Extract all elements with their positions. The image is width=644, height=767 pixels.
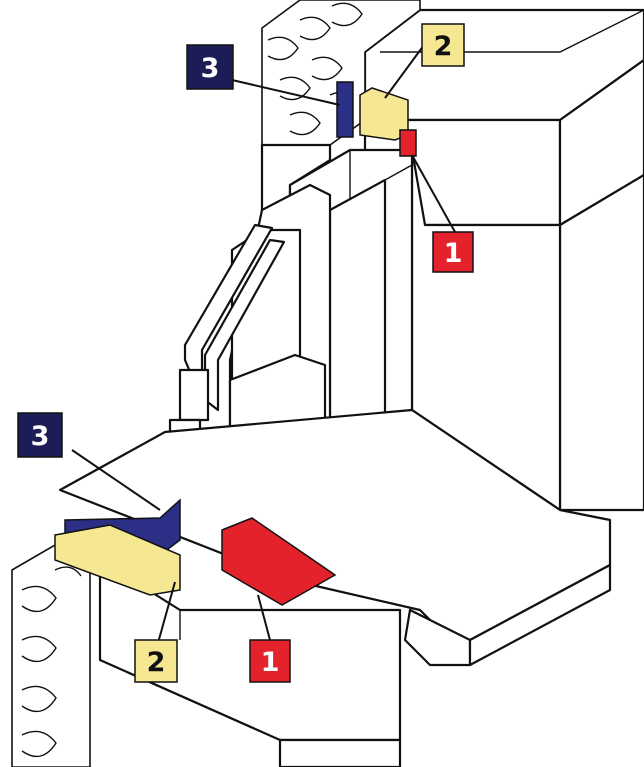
callout-bottom-2: 2 [134,639,178,683]
bottom-red-tape [221,517,337,606]
top-blue-membrane [336,81,354,138]
callout-top-2: 2 [421,23,465,67]
callout-label: 3 [201,53,220,84]
callout-label: 1 [261,647,280,678]
leader-lines [71,44,456,644]
callout-label: 3 [31,421,50,452]
callout-top-1: 1 [432,231,474,273]
bottom-yellow-foam [54,524,181,596]
bottom-insulation [11,544,91,767]
callout-label: 2 [434,31,453,62]
callout-bottom-3: 3 [17,412,63,458]
top-red-tape [399,129,417,157]
callout-top-3: 3 [186,44,234,90]
callout-label: 2 [147,647,166,678]
callout-label: 1 [444,238,463,269]
callout-bottom-1: 1 [249,639,291,683]
